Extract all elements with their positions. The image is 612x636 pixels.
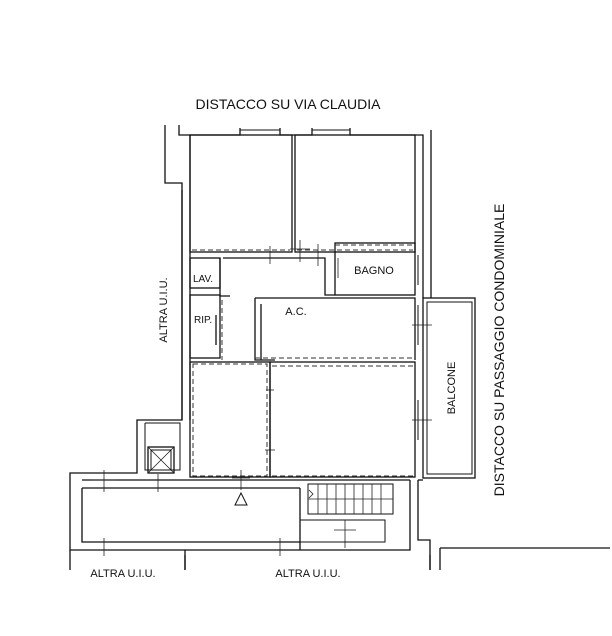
bathroom-label: BAGNO	[354, 265, 394, 277]
bedroom-2	[294, 129, 416, 253]
left-neighbor-label: ALTRA U.I.U.	[158, 277, 170, 342]
neighbor-walls	[69, 550, 431, 570]
entrance-marker	[232, 470, 250, 506]
passage-label: DISTACCO SU PASSAGGIO CONDOMINIALE	[491, 204, 507, 497]
laundry: LAV.	[189, 257, 221, 289]
staircase	[299, 483, 394, 543]
storage: RIP.	[189, 294, 221, 359]
balcony: BALCONE	[422, 297, 476, 479]
outer-walls	[69, 125, 610, 570]
lower-room-left	[189, 361, 275, 478]
street-label: DISTACCO SU VIA CLAUDIA	[196, 96, 382, 112]
hallway	[219, 240, 335, 360]
storage-label: RIP.	[194, 315, 212, 326]
bottom-left-neighbor-label: ALTRA U.I.U.	[90, 568, 155, 580]
living-area: A.C.	[254, 297, 432, 361]
lower-room-right	[269, 361, 432, 478]
ac-label: A.C.	[285, 306, 306, 318]
elevator	[147, 446, 175, 474]
balcony-label: BALCONE	[446, 362, 458, 415]
laundry-label: LAV.	[193, 274, 213, 285]
bottom-right-neighbor-label: ALTRA U.I.U.	[275, 568, 340, 580]
bathroom: BAGNO	[334, 242, 424, 296]
landing-ticks	[92, 470, 356, 556]
bedroom-1	[189, 129, 293, 253]
